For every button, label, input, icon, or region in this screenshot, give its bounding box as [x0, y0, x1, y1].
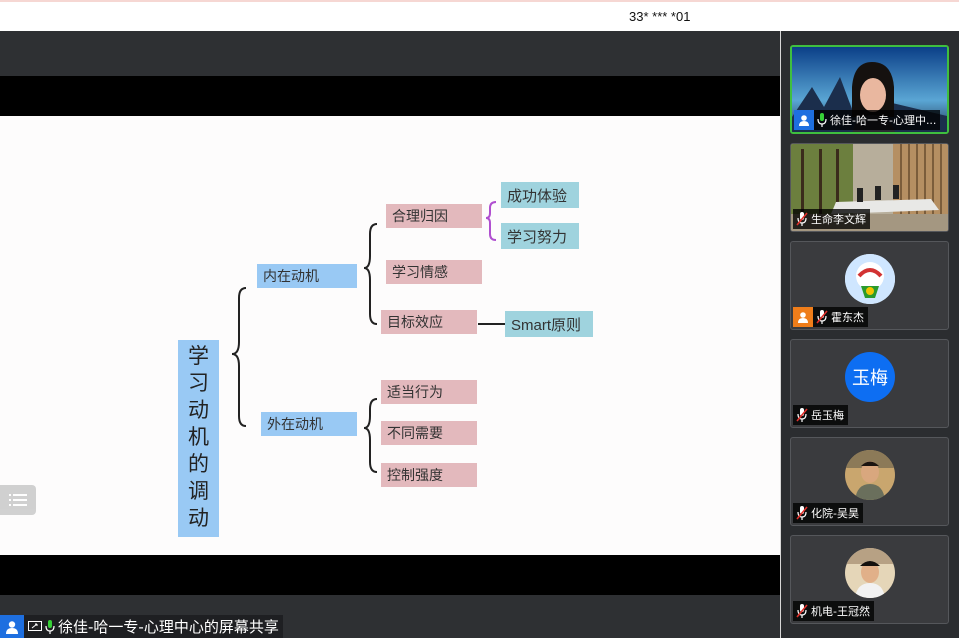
mic-muted-icon: [796, 506, 808, 520]
mindmap-root: 学 习 动 机 的 调 动: [178, 340, 219, 537]
extrinsic-brace: [363, 398, 378, 473]
participant-tile[interactable]: 机电-王冠然: [790, 535, 949, 624]
top-bar: 33* *** *01: [0, 0, 959, 31]
participant-name-bar: 岳玉梅: [793, 405, 848, 425]
node-emotion: 学习情感: [386, 260, 482, 284]
attribution-brace: [485, 201, 497, 241]
participant-panel: 徐佳-哈一专-心理中... 生命李文辉: [780, 31, 959, 638]
list-icon: [9, 494, 27, 506]
avatar: [845, 450, 895, 500]
participant-name: 生命李文辉: [811, 213, 866, 226]
avatar-image: [845, 548, 895, 598]
mic-muted-icon: [816, 310, 828, 324]
node-intensity: 控制强度: [381, 463, 477, 487]
avatar-image: [845, 450, 895, 500]
node-extrinsic: 外在动机: [261, 412, 357, 436]
avatar: [845, 548, 895, 598]
mic-on-icon: [45, 619, 55, 634]
participant-name-bar: 机电-王冠然: [793, 601, 874, 621]
node-attribution: 合理归因: [386, 204, 482, 228]
sharer-label-bar: 徐佳-哈一专-心理中心的屏幕共享: [0, 615, 283, 638]
screen-share-area: 学 习 动 机 的 调 动 内在动机 外在动机 合理归因 学习情感 目标效应: [0, 31, 780, 638]
root-char: 调: [188, 479, 209, 503]
person-icon: [799, 115, 809, 126]
person-icon: [6, 620, 18, 634]
participant-name: 化院-吴昊: [811, 507, 859, 520]
cohost-badge: [793, 307, 813, 327]
root-char: 机: [188, 425, 209, 449]
sharer-label: 徐佳-哈一专-心理中心的屏幕共享: [58, 618, 279, 636]
root-char: 学: [188, 344, 209, 368]
participant-tile[interactable]: 玉梅 岳玉梅: [790, 339, 949, 428]
participant-name-bar: 霍东杰: [793, 307, 868, 327]
avatar: [845, 254, 895, 304]
mic-muted-icon: [796, 212, 808, 226]
mindmap-connectors: [231, 201, 505, 473]
root-char: 的: [188, 452, 209, 476]
root-char: 动: [188, 506, 209, 530]
participant-name: 霍东杰: [831, 311, 864, 324]
root-char: 习: [188, 371, 209, 395]
participant-tile[interactable]: 霍东杰: [790, 241, 949, 330]
participant-tile[interactable]: 徐佳-哈一专-心理中...: [790, 45, 949, 134]
list-toggle-button[interactable]: [0, 485, 36, 515]
mic-muted-icon: [796, 408, 808, 422]
node-smart: Smart原则: [505, 311, 593, 337]
shared-slide: 学 习 动 机 的 调 动 内在动机 外在动机 合理归因 学习情感 目标效应: [0, 116, 780, 555]
participant-name: 机电-王冠然: [811, 605, 870, 618]
host-badge: [0, 615, 24, 638]
node-behavior: 适当行为: [381, 380, 477, 404]
letterbox-bottom: [0, 555, 780, 595]
node-goal: 目标效应: [381, 310, 477, 334]
root-brace: [231, 287, 247, 427]
mic-on-icon: [817, 113, 827, 127]
node-intrinsic: 内在动机: [257, 264, 357, 288]
avatar-image: [845, 254, 895, 304]
node-success: 成功体验: [501, 182, 579, 208]
screen-share-icon: [28, 620, 42, 631]
participant-tile[interactable]: 化院-吴昊: [790, 437, 949, 526]
letterbox-top: [0, 76, 780, 116]
intrinsic-brace: [363, 223, 378, 325]
root-char: 动: [188, 398, 209, 422]
node-needs: 不同需要: [381, 421, 477, 445]
participant-tile[interactable]: 生命李文辉: [790, 143, 949, 232]
avatar-initial: 玉梅: [845, 352, 895, 402]
host-badge: [794, 110, 814, 130]
participant-name-bar: 徐佳-哈一专-心理中...: [794, 110, 941, 130]
mic-muted-icon: [796, 604, 808, 618]
meeting-id[interactable]: 33* *** *01: [629, 9, 691, 24]
participant-name-bar: 生命李文辉: [793, 209, 870, 229]
participant-name: 徐佳-哈一专-心理中...: [830, 114, 937, 127]
node-effort: 学习努力: [501, 223, 579, 249]
participant-name: 岳玉梅: [811, 409, 844, 422]
person-icon: [798, 312, 808, 323]
participant-name-bar: 化院-吴昊: [793, 503, 863, 523]
